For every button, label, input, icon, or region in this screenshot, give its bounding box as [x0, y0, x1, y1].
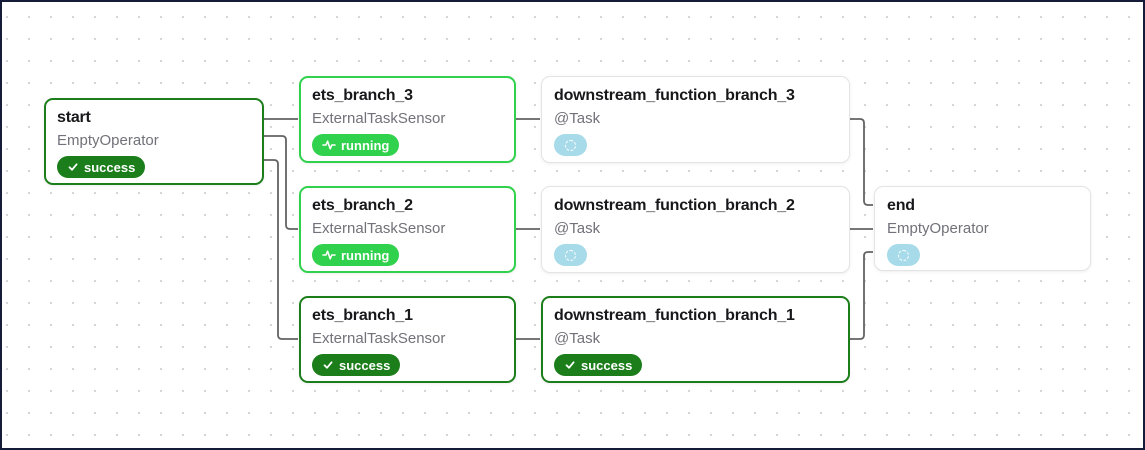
task-title: end [887, 197, 915, 214]
task-node-start[interactable]: start EmptyOperator success [44, 98, 264, 185]
activity-icon [322, 249, 336, 261]
status-badge-success: success [554, 354, 643, 376]
status-badge-label: success [84, 159, 136, 175]
status-badge-label: success [339, 357, 391, 373]
status-badge-no-status [554, 244, 587, 266]
status-badge-no-status [887, 244, 920, 266]
edge-downstream_function_branch_1-to-end [850, 251, 873, 340]
task-title: downstream_function_branch_1 [554, 307, 795, 324]
task-node-downstream_function_branch_2[interactable]: downstream_function_branch_2 @Task [541, 186, 850, 273]
status-badge-running: running [312, 134, 400, 156]
task-node-downstream_function_branch_3[interactable]: downstream_function_branch_3 @Task [541, 76, 850, 163]
task-title: downstream_function_branch_2 [554, 197, 795, 214]
status-badge-no-status [554, 134, 587, 156]
status-badge-label: running [341, 247, 390, 263]
status-badge-success: success [312, 354, 401, 376]
task-operator: EmptyOperator [57, 132, 159, 149]
task-operator: @Task [554, 330, 601, 347]
check-icon [322, 359, 334, 371]
task-title: ets_branch_1 [312, 307, 413, 324]
task-node-ets_branch_3[interactable]: ets_branch_3 ExternalTaskSensor running [299, 76, 516, 163]
task-operator: EmptyOperator [887, 220, 989, 237]
task-operator: ExternalTaskSensor [312, 110, 446, 127]
dashed-circle-icon [565, 139, 576, 151]
task-operator: @Task [554, 220, 601, 237]
task-node-ets_branch_2[interactable]: ets_branch_2 ExternalTaskSensor running [299, 186, 516, 273]
task-title: ets_branch_2 [312, 197, 413, 214]
task-title: ets_branch_3 [312, 87, 413, 104]
status-badge-running: running [312, 244, 400, 266]
task-node-end[interactable]: end EmptyOperator [874, 186, 1091, 271]
status-badge-label: running [341, 137, 390, 153]
task-operator: ExternalTaskSensor [312, 330, 446, 347]
task-operator: @Task [554, 110, 601, 127]
check-icon [67, 161, 79, 173]
check-icon [564, 359, 576, 371]
task-node-ets_branch_1[interactable]: ets_branch_1 ExternalTaskSensor success [299, 296, 516, 383]
task-title: start [57, 109, 91, 126]
task-node-downstream_function_branch_1[interactable]: downstream_function_branch_1 @Task succe… [541, 296, 850, 383]
dashed-circle-icon [565, 249, 576, 261]
edge-downstream_function_branch_3-to-end [850, 118, 873, 206]
dashed-circle-icon [898, 249, 909, 261]
edge-start-to-ets_branch_1 [264, 159, 298, 340]
task-title: downstream_function_branch_3 [554, 87, 795, 104]
status-badge-label: success [581, 357, 633, 373]
task-operator: ExternalTaskSensor [312, 220, 446, 237]
status-badge-success: success [57, 156, 146, 178]
activity-icon [322, 139, 336, 151]
edge-start-to-ets_branch_2 [264, 135, 298, 230]
